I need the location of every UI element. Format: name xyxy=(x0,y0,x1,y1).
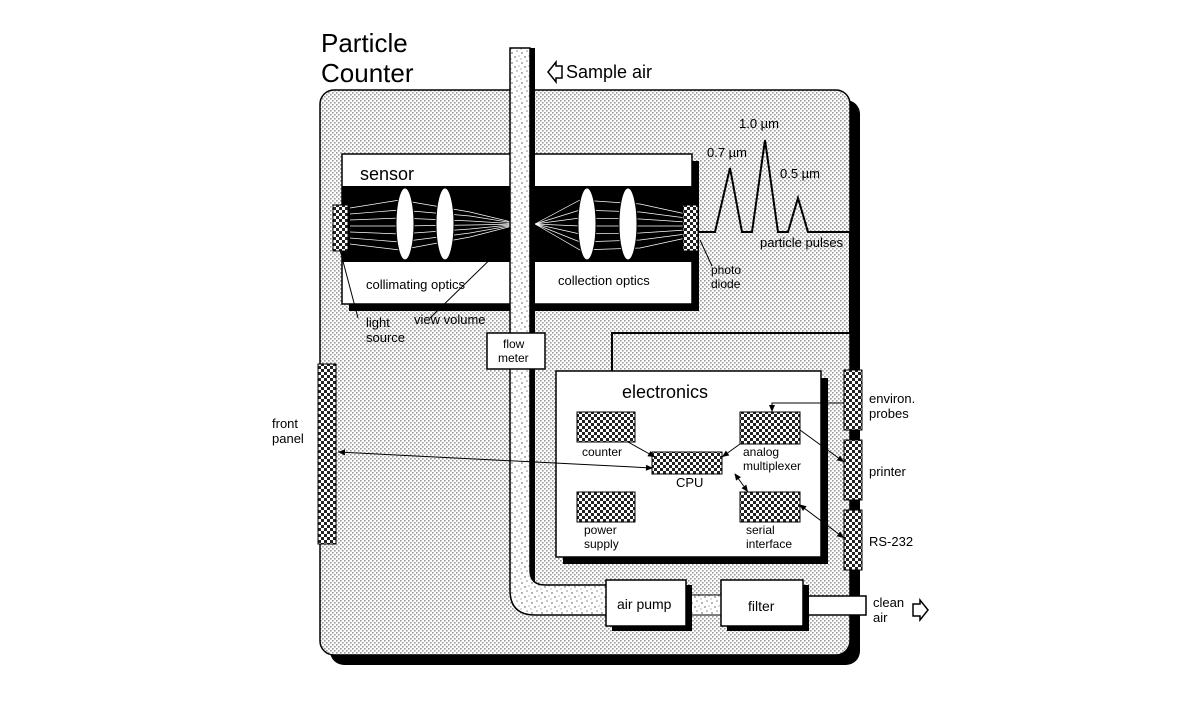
printer-port xyxy=(843,439,863,501)
flow-meter-box xyxy=(486,332,546,370)
flow-meter-line-1: flow xyxy=(503,337,525,351)
rs232-label: RS-232 xyxy=(869,534,913,549)
power-line-1: power xyxy=(584,523,617,537)
air-pump-box xyxy=(605,579,692,631)
light-source xyxy=(332,204,349,252)
filter-label: filter xyxy=(748,598,775,614)
particle-pulses-label: particle pulses xyxy=(760,235,844,250)
serial-line-1: serial xyxy=(746,523,775,537)
serial-interface-chip xyxy=(739,491,801,523)
photo-diode xyxy=(682,204,699,252)
light-source-line-1: light xyxy=(366,315,390,330)
title-line-1: Particle xyxy=(321,28,408,58)
sensor-label: sensor xyxy=(360,164,414,184)
light-source-line-2: source xyxy=(366,330,405,345)
leader-lines xyxy=(339,239,713,319)
electronics-label: electronics xyxy=(622,382,708,402)
photo-diode-line-2: diode xyxy=(711,277,741,291)
sample-air-label: Sample air xyxy=(566,62,652,82)
view-volume-label: view volume xyxy=(414,312,486,327)
cpu-chip xyxy=(651,451,723,475)
front-panel-line-2: panel xyxy=(272,431,304,446)
analog-line-1: analog xyxy=(743,445,779,459)
cpu-label: CPU xyxy=(676,475,703,490)
filter-box xyxy=(720,579,809,631)
environ-probes-port xyxy=(843,369,863,431)
pulse-size-1: 0.7 µm xyxy=(707,145,747,160)
pulse-size-2: 1.0 µm xyxy=(739,116,779,131)
counter-chip xyxy=(576,411,636,443)
front-panel xyxy=(317,363,337,545)
power-supply-chip xyxy=(576,491,636,523)
printer-label: printer xyxy=(869,464,907,479)
power-line-2: supply xyxy=(584,537,619,551)
clean-air-line-2: air xyxy=(873,610,888,625)
environ-line-2: probes xyxy=(869,406,909,421)
serial-line-2: interface xyxy=(746,537,792,551)
analog-line-2: multiplexer xyxy=(743,459,801,473)
electronics-connections xyxy=(337,402,845,539)
sample-air-arrow-icon xyxy=(547,59,563,85)
title-line-2: Counter xyxy=(321,58,414,88)
photo-diode-line-1: photo xyxy=(711,263,741,277)
rs232-port xyxy=(843,509,863,571)
environ-line-1: environ. xyxy=(869,391,915,406)
pulse-size-3: 0.5 µm xyxy=(780,166,820,181)
flow-meter-line-2: meter xyxy=(498,351,529,365)
analog-multiplexer-chip xyxy=(739,411,801,445)
counter-label: counter xyxy=(582,445,622,459)
clean-air-arrow-icon xyxy=(912,597,929,623)
sample-tube xyxy=(509,47,867,616)
front-panel-line-1: front xyxy=(272,416,298,431)
collection-optics-label: collection optics xyxy=(558,273,650,288)
air-pump-label: air pump xyxy=(617,596,672,612)
clean-air-line-1: clean xyxy=(873,595,904,610)
particle-pulses-waveform xyxy=(611,139,851,395)
collimating-optics-label: collimating optics xyxy=(366,277,465,292)
